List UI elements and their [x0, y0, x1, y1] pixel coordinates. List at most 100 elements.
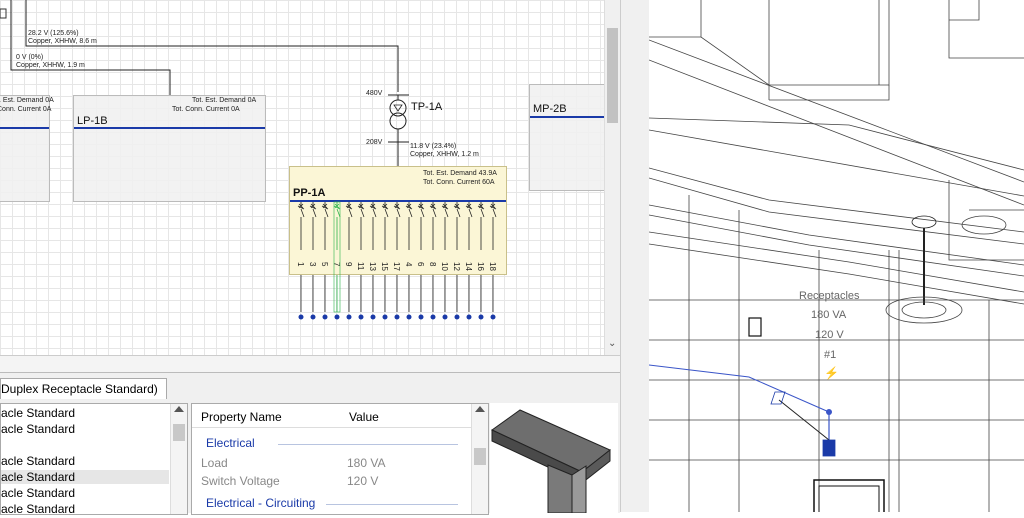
- breaker-12[interactable]: 12: [452, 202, 461, 320]
- breaker-number: 10: [440, 262, 449, 271]
- breaker-number: 14: [464, 262, 473, 271]
- breaker-4[interactable]: 4: [404, 202, 413, 320]
- family-preview: [490, 403, 618, 514]
- view-splitter[interactable]: [620, 0, 650, 512]
- breaker-number: 5: [320, 262, 329, 267]
- type-list-item[interactable]: acle Standard: [1, 470, 169, 484]
- panel-pp-1a-name: PP-1A: [293, 187, 326, 199]
- type-list-scrollbar[interactable]: [170, 404, 187, 514]
- breaker-number: 7: [332, 262, 341, 267]
- breaker-16[interactable]: 16: [476, 202, 485, 320]
- scrollbar-thumb[interactable]: [607, 28, 618, 123]
- breaker-11[interactable]: 11: [356, 202, 365, 320]
- scrollbar-thumb[interactable]: [173, 424, 185, 441]
- feeder-3-cable: Copper, XHHW, 1.2 m: [410, 151, 479, 158]
- panel-lp-1b[interactable]: [73, 95, 266, 202]
- feeder-2-rating: 0 V (0%): [16, 54, 44, 61]
- transformer-secondary-voltage: 208V: [366, 139, 383, 146]
- transformer-name[interactable]: TP-1A: [411, 101, 443, 113]
- feeder-1-cable: Copper, XHHW, 8.6 m: [28, 38, 97, 45]
- tag-voltage[interactable]: 120 V: [815, 329, 844, 341]
- breaker-15[interactable]: 15: [380, 202, 389, 320]
- feeder-2-cable: Copper, XHHW, 1.9 m: [16, 62, 85, 69]
- column-header-property-name[interactable]: Property Name: [201, 410, 282, 424]
- scrollbar-thumb[interactable]: [474, 448, 486, 465]
- breaker-number: 11: [356, 262, 365, 271]
- breaker-number: 13: [368, 262, 377, 271]
- property-load-name: Load: [201, 456, 228, 470]
- properties-panel: Duplex Receptacle Standard) acle Standar…: [0, 372, 620, 516]
- schematic-vertical-scrollbar[interactable]: ⌄: [604, 0, 621, 355]
- group-electrical[interactable]: Electrical: [206, 436, 255, 450]
- type-list-item[interactable]: acle Standard: [1, 486, 76, 500]
- tag-receptacles[interactable]: Receptacles: [799, 290, 860, 302]
- header-divider: [192, 427, 472, 428]
- breaker-number: 4: [404, 262, 413, 267]
- panel-lp-1b-name: LP-1B: [77, 115, 108, 127]
- panel-lp-1b-demand: Tot. Est. Demand 0A: [192, 97, 257, 104]
- schematic-horizontal-scrollbar[interactable]: [0, 355, 620, 372]
- property-switch-voltage-value[interactable]: 120 V: [347, 474, 379, 488]
- panel-left-conn: Conn. Current 0A: [0, 106, 52, 113]
- breaker-highlight: [333, 201, 341, 313]
- breaker-number: 9: [344, 262, 353, 267]
- type-list-item[interactable]: acle Standard: [1, 422, 76, 436]
- breaker-5[interactable]: 5: [320, 202, 329, 320]
- breaker-3[interactable]: 3: [308, 202, 317, 320]
- panel-left-demand: t. Est. Demand 0A: [0, 97, 54, 104]
- receptacle-preview-icon: [491, 409, 611, 514]
- panel-left-partial[interactable]: [0, 95, 50, 202]
- breaker-13[interactable]: 13: [368, 202, 377, 320]
- panel-mp-2b[interactable]: [529, 84, 604, 191]
- panel-pp-1a-conn: Tot. Conn. Current 60A: [423, 179, 495, 186]
- group-electrical-circuiting[interactable]: Electrical - Circuiting: [206, 496, 316, 510]
- bus-pp-1a: [290, 200, 506, 202]
- panel-pp-1a-demand: Tot. Est. Demand 43.9A: [423, 170, 497, 177]
- chevron-up-icon[interactable]: [174, 406, 184, 412]
- tab-bar: Duplex Receptacle Standard): [0, 373, 620, 399]
- type-list-item[interactable]: acle Standard: [1, 406, 76, 420]
- type-list[interactable]: acle Standard acle Standard acle Standard a…: [0, 403, 188, 516]
- breaker-number: 15: [380, 262, 389, 271]
- breaker-6[interactable]: 6: [416, 202, 425, 320]
- tag-circuit-number[interactable]: #1: [824, 349, 837, 361]
- panel-mp-2b-name: MP-2B: [533, 103, 567, 115]
- 3d-model-view[interactable]: Receptacles 180 VA 120 V #1 ⚡: [649, 0, 1024, 512]
- breaker-1[interactable]: 1: [296, 202, 305, 320]
- breaker-number: 1: [296, 262, 305, 267]
- breaker-number: 8: [428, 262, 437, 267]
- breaker-number: 16: [476, 262, 485, 271]
- breaker-number: 12: [452, 262, 461, 271]
- breaker-number: 18: [488, 262, 497, 271]
- tab-family[interactable]: Duplex Receptacle Standard): [0, 378, 167, 399]
- breaker-18[interactable]: 18: [488, 202, 497, 320]
- feeder-3-rating: 11.8 V (23.4%): [410, 143, 457, 150]
- breaker-7[interactable]: 7: [332, 202, 341, 320]
- chevron-down-icon[interactable]: ⌄: [608, 338, 617, 349]
- group-divider: [326, 504, 458, 505]
- breaker-8[interactable]: 8: [428, 202, 437, 320]
- lightning-icon: ⚡: [824, 366, 839, 380]
- breaker-number: 3: [308, 262, 317, 267]
- type-list-item[interactable]: acle Standard: [1, 454, 76, 468]
- schematic-canvas[interactable]: 28.2 V (125.6%) Copper, XHHW, 8.6 m 0 V …: [0, 0, 604, 355]
- property-grid-scrollbar[interactable]: [471, 404, 488, 514]
- tag-load[interactable]: 180 VA: [811, 309, 847, 321]
- bus-lp-1b: [74, 127, 265, 129]
- column-header-value[interactable]: Value: [349, 410, 379, 424]
- property-load-value[interactable]: 180 VA: [347, 456, 386, 470]
- breaker-number: 6: [416, 262, 425, 267]
- type-list-item[interactable]: acle Standard: [1, 502, 76, 516]
- transformer-primary-voltage: 480V: [366, 90, 383, 97]
- breaker-9[interactable]: 9: [344, 202, 353, 320]
- panel-lp-1b-conn: Tot. Conn. Current 0A: [172, 106, 240, 113]
- chevron-up-icon[interactable]: [475, 406, 485, 412]
- breaker-17[interactable]: 17: [392, 202, 401, 320]
- bus-left-partial: [0, 127, 49, 129]
- breaker-14[interactable]: 14: [464, 202, 473, 320]
- breaker-number: 17: [392, 262, 401, 271]
- bus-mp-2b: [530, 116, 604, 118]
- breaker-10[interactable]: 10: [440, 202, 449, 320]
- property-grid[interactable]: Property Name Value Electrical Load 180 …: [191, 403, 489, 515]
